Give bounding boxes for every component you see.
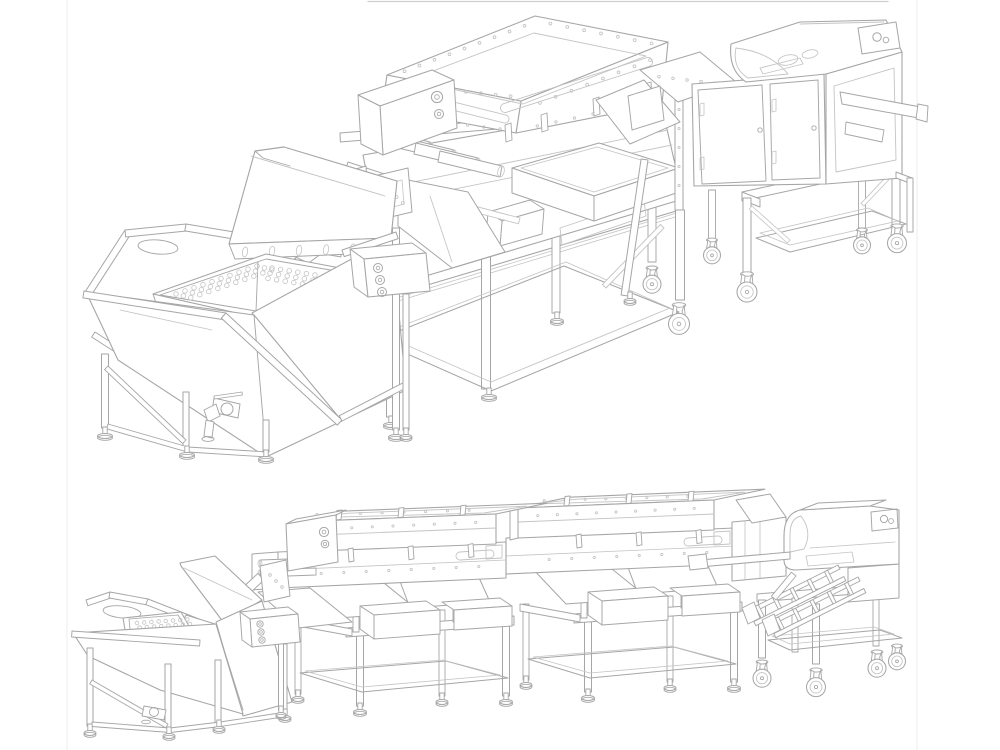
bottom-conveyor-2 bbox=[505, 488, 766, 703]
bottom-control-box bbox=[239, 606, 301, 720]
bottom-conveyor-1 bbox=[251, 502, 548, 717]
bottom-outfeed-machine bbox=[687, 499, 907, 698]
top-outfeed-machine bbox=[595, 19, 929, 306]
top-infeed-hopper bbox=[82, 146, 413, 464]
page-frame bbox=[66, 0, 918, 750]
top-sorter-machine bbox=[325, 15, 691, 430]
bottom-infeed-hopper bbox=[71, 555, 293, 741]
top-control-box bbox=[349, 242, 431, 442]
bottom-transfer-unit bbox=[731, 493, 787, 582]
